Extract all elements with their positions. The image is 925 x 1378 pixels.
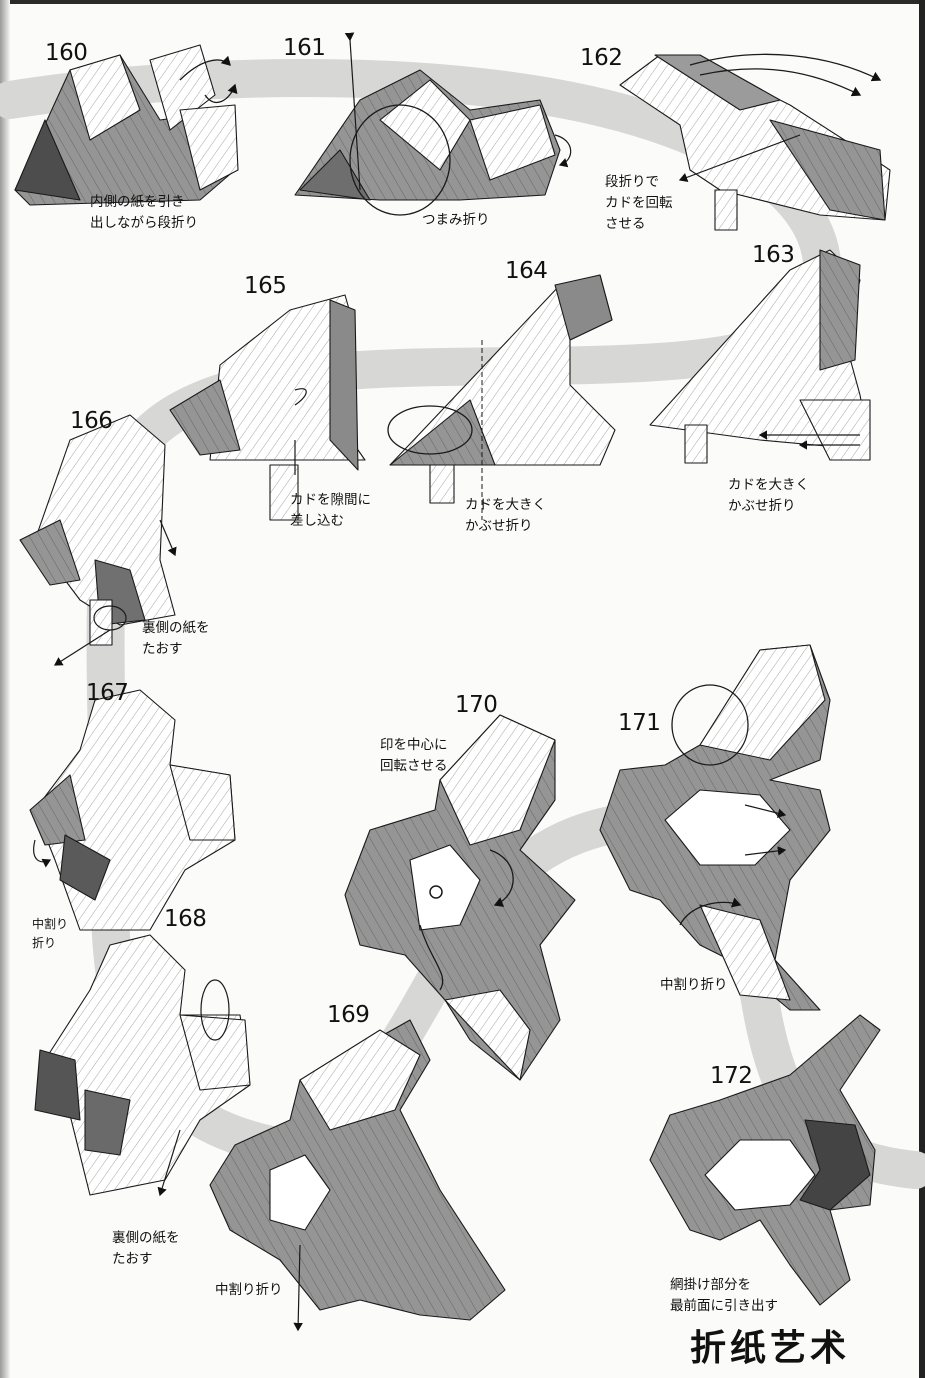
step-number-161: 161 — [283, 35, 326, 61]
step-161-model — [294, 32, 572, 216]
caption-166: 裏側の紙を たおす — [142, 620, 210, 657]
caption-164: カドを大きく かぶせ折り — [465, 497, 546, 534]
step-number-170: 170 — [455, 692, 498, 718]
watermark-logo: 折纸艺术 — [690, 1328, 851, 1369]
step-167-model — [29, 689, 236, 931]
caption-162: 段折りで カドを回転 させる — [605, 174, 673, 232]
step-160-model — [14, 44, 239, 206]
step-number-166: 166 — [70, 408, 113, 434]
step-number-169: 169 — [327, 1002, 370, 1028]
caption-168: 裏側の紙を たおす — [112, 1230, 180, 1267]
caption-161: つまみ折り — [422, 212, 490, 228]
page-binding-edge — [0, 0, 10, 1378]
step-number-160: 160 — [45, 40, 88, 66]
caption-172: 網掛け部分を 最前面に引き出す — [670, 1277, 778, 1314]
right-border — [919, 0, 925, 1378]
step-163-model — [649, 249, 871, 464]
step-166-model — [19, 414, 177, 666]
caption-170: 印を中心に 回転させる — [380, 737, 448, 774]
caption-163: カドを大きく かぶせ折り — [728, 477, 809, 514]
caption-160: 内側の紙を引き 出しながら段折り — [90, 194, 198, 231]
step-number-172: 172 — [710, 1063, 753, 1089]
step-number-168: 168 — [164, 906, 207, 932]
step-162-model — [619, 53, 891, 231]
step-number-171: 171 — [618, 710, 661, 736]
step-171-model — [599, 644, 831, 1011]
step-172-model — [649, 1014, 881, 1306]
caption-171: 中割り折り — [660, 977, 728, 993]
top-border — [10, 0, 925, 4]
step-164-model — [387, 274, 616, 520]
step-170-model — [344, 714, 576, 1081]
step-number-164: 164 — [505, 258, 548, 284]
step-168-model — [34, 934, 251, 1197]
step-169-model — [209, 1019, 506, 1332]
step-165-model — [169, 294, 366, 521]
step-number-162: 162 — [580, 45, 623, 71]
caption-167: 中割り 折り — [32, 917, 69, 950]
caption-165: カドを隙間に 差し込む — [290, 492, 371, 529]
step-number-165: 165 — [244, 273, 287, 299]
caption-169: 中割り折り — [215, 1282, 283, 1298]
step-number-167: 167 — [86, 680, 129, 706]
step-number-163: 163 — [752, 242, 795, 268]
